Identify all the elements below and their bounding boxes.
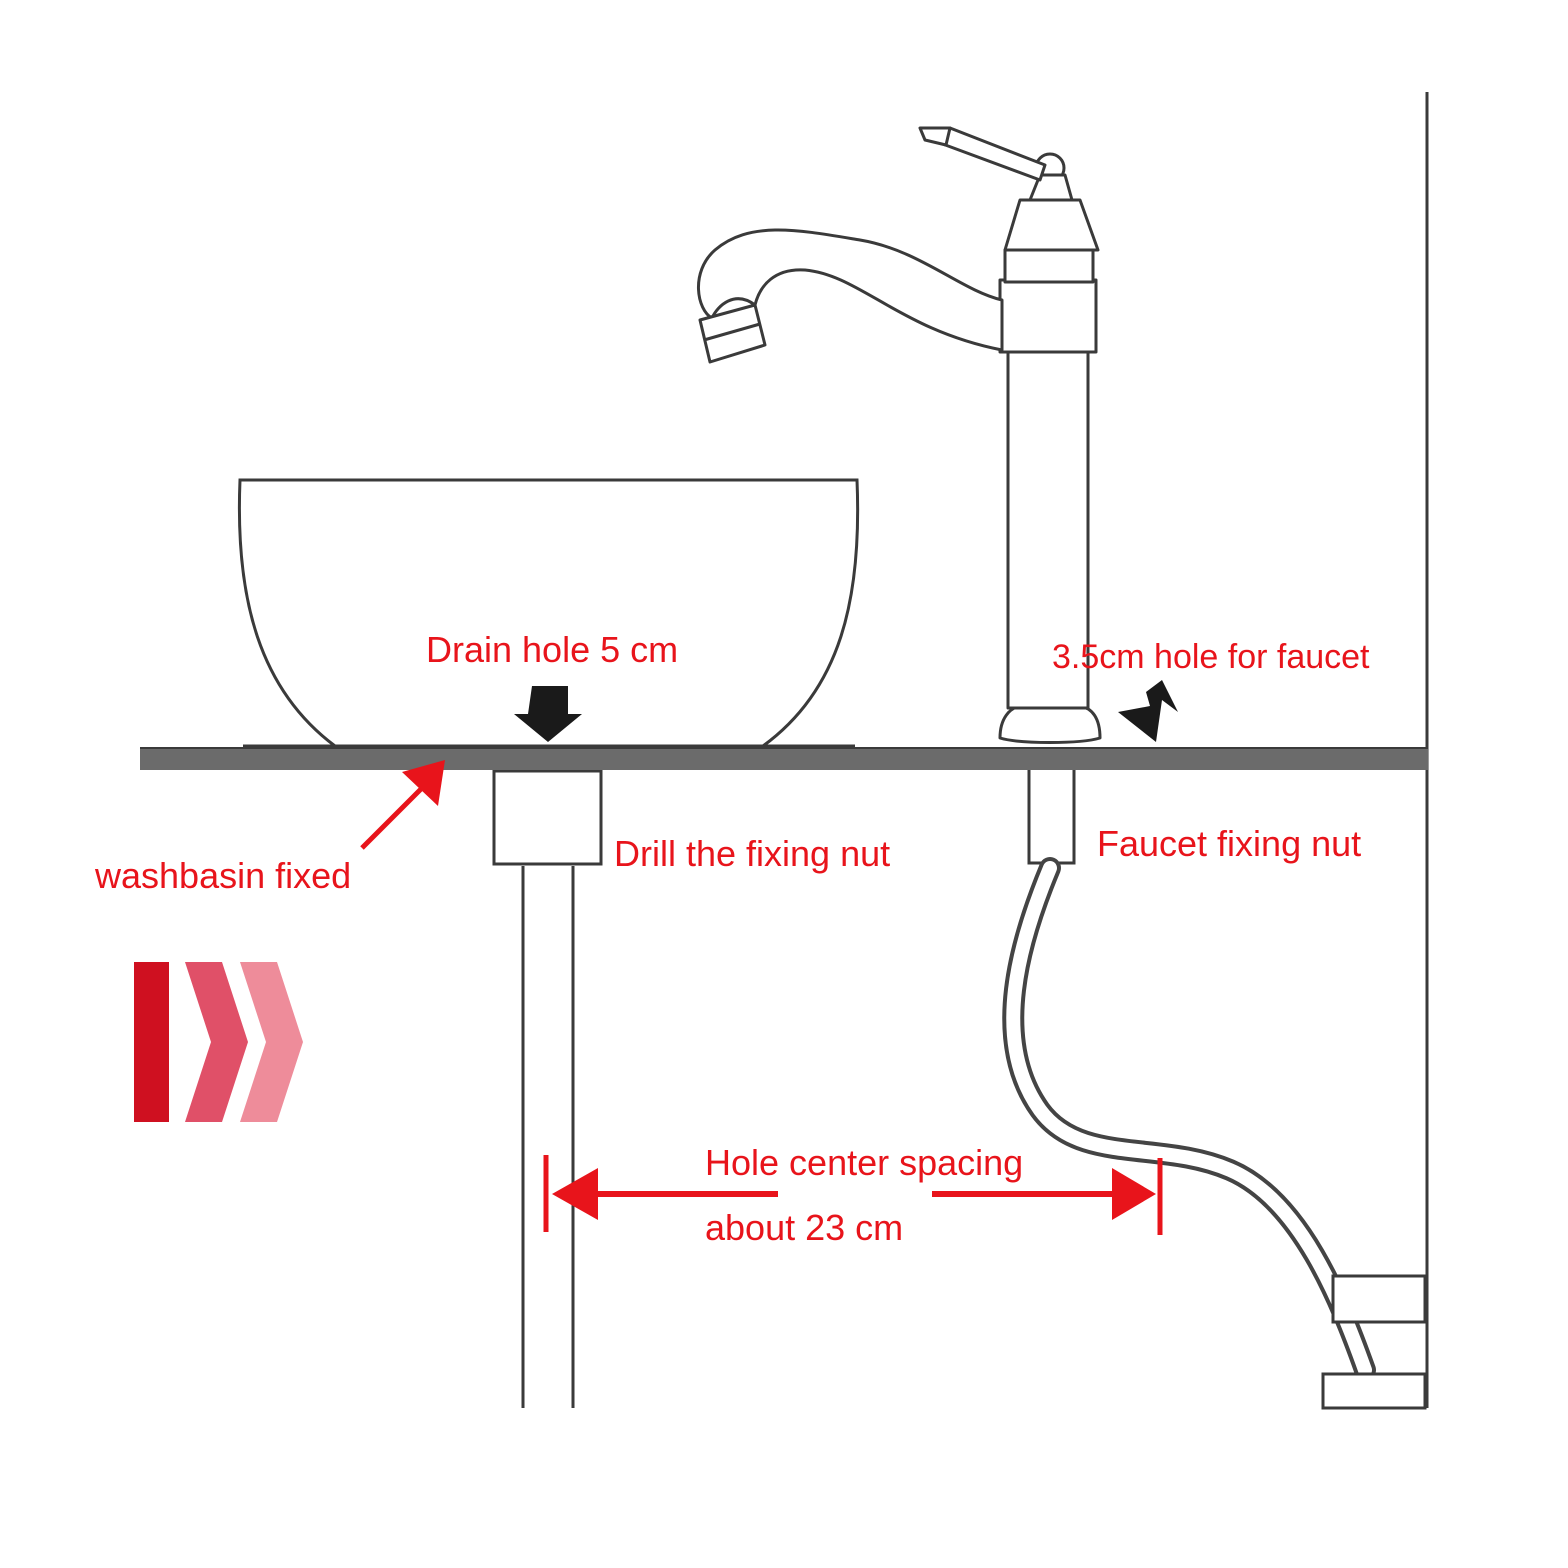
drain-fixing-nut <box>492 769 603 866</box>
spacing-dimension <box>543 1155 1163 1235</box>
faucet-hole-label: 3.5cm hole for faucet <box>1052 638 1370 676</box>
faucet <box>697 126 1102 744</box>
hole-spacing-label: Hole center spacing <box>705 1142 1024 1183</box>
wall-valve <box>1321 1274 1427 1410</box>
washbasin-fixed-arrow <box>360 760 445 850</box>
washbasin-fixed-label: washbasin fixed <box>95 855 352 896</box>
drill-fixing-nut-label: Drill the fixing nut <box>614 833 891 874</box>
hole-spacing-value: about 23 cm <box>705 1207 904 1248</box>
drain-hole-label: Drain hole 5 cm <box>426 629 679 670</box>
down-arrow-icon <box>514 686 582 742</box>
drain-pipe <box>521 866 575 1408</box>
chevron-arrows-icon <box>134 962 303 1122</box>
faucet-fixing-nut-label: Faucet fixing nut <box>1097 823 1362 864</box>
faucet-fixing-nut <box>1027 766 1076 865</box>
flexible-hose <box>1002 857 1376 1381</box>
diagonal-arrow-icon <box>1118 680 1178 742</box>
countertop <box>140 748 1428 770</box>
